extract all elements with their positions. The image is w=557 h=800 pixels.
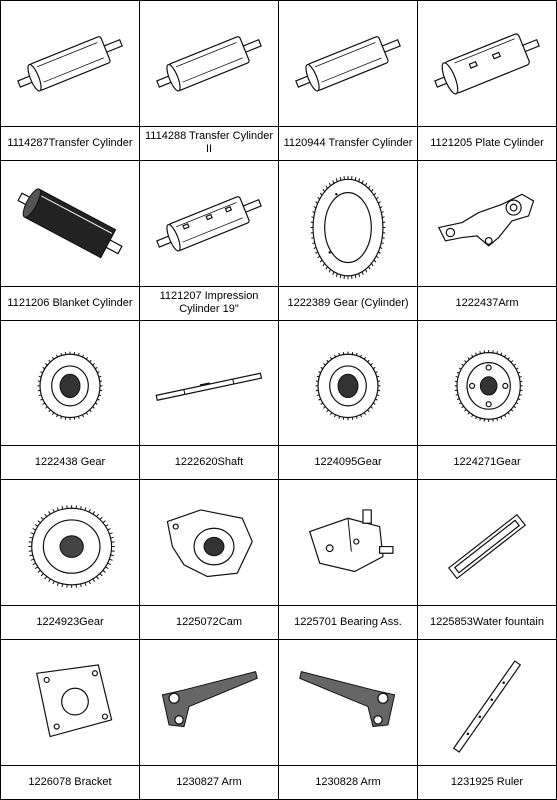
part-cell: 1120944 Transfer Cylinder [279, 1, 418, 161]
water-fountain-icon [418, 480, 556, 605]
part-cell: 1222389 Gear (Cylinder) [279, 160, 418, 321]
part-cell: 1224923Gear [1, 480, 140, 641]
transfer-cylinder-icon [1, 1, 139, 126]
part-label: 1226078 Bracket [1, 765, 139, 799]
part-cell: 1114288 Transfer Cylinder II [140, 1, 279, 161]
lever-arm-icon [279, 640, 417, 765]
part-label: 1222437Arm [418, 285, 556, 320]
part-cell: 1224271Gear [418, 320, 557, 481]
part-label: 1222438 Gear [1, 445, 139, 479]
part-cell: 1121206 Blanket Cylinder [1, 160, 140, 321]
part-cell: 1222620Shaft [140, 320, 279, 481]
part-cell: 1121207 Impression Cylinder 19" [140, 160, 279, 321]
transfer-cylinder-icon [140, 1, 278, 126]
part-cell: 1114287Transfer Cylinder [1, 1, 140, 161]
part-label: 1224923Gear [1, 605, 139, 639]
part-cell: 1222438 Gear [1, 320, 140, 481]
part-label: 1231925 Ruler [418, 765, 556, 799]
plate-cylinder-icon [418, 1, 556, 126]
lever-arm-icon [140, 640, 278, 765]
part-label: 1120944 Transfer Cylinder [279, 125, 417, 160]
part-cell: 1231925 Ruler [418, 640, 557, 800]
part-label: 1114287Transfer Cylinder [1, 125, 139, 160]
arm-icon [418, 161, 556, 286]
cam-icon [140, 480, 278, 605]
part-label: 1225072Cam [140, 605, 278, 639]
part-label: 1224271Gear [418, 445, 556, 479]
ring-gear-icon [279, 161, 417, 286]
part-label: 1121207 Impression Cylinder 19" [140, 285, 278, 320]
part-label: 1222620Shaft [140, 445, 278, 479]
large-gear-icon [1, 480, 139, 605]
bearing-assembly-icon [279, 480, 417, 605]
part-cell: 1225853Water fountain [418, 480, 557, 641]
impression-cylinder-icon [140, 161, 278, 286]
part-cell: 1222437Arm [418, 160, 557, 321]
shaft-icon [140, 321, 278, 446]
part-label: 1121206 Blanket Cylinder [1, 285, 139, 320]
blanket-cylinder-icon [1, 161, 139, 286]
part-cell: 1225072Cam [140, 480, 279, 641]
part-label: 1225853Water fountain [418, 605, 556, 639]
part-label: 1224095Gear [279, 445, 417, 479]
gear-holes-icon [418, 321, 556, 446]
part-label: 1222389 Gear (Cylinder) [279, 285, 417, 320]
part-cell: 1224095Gear [279, 320, 418, 481]
bracket-icon [1, 640, 139, 765]
part-cell: 1226078 Bracket [1, 640, 140, 800]
part-label: 1114288 Transfer Cylinder II [140, 125, 278, 160]
transfer-cylinder-icon [279, 1, 417, 126]
gear-icon [279, 321, 417, 446]
part-cell: 1225701 Bearing Ass. [279, 480, 418, 641]
part-label: 1230827 Arm [140, 765, 278, 799]
part-cell: 1121205 Plate Cylinder [418, 1, 557, 161]
part-label: 1230828 Arm [279, 765, 417, 799]
part-label: 1225701 Bearing Ass. [279, 605, 417, 639]
gear-icon [1, 321, 139, 446]
part-label: 1121205 Plate Cylinder [418, 125, 556, 160]
part-cell: 1230828 Arm [279, 640, 418, 800]
ruler-icon [418, 640, 556, 765]
part-cell: 1230827 Arm [140, 640, 279, 800]
